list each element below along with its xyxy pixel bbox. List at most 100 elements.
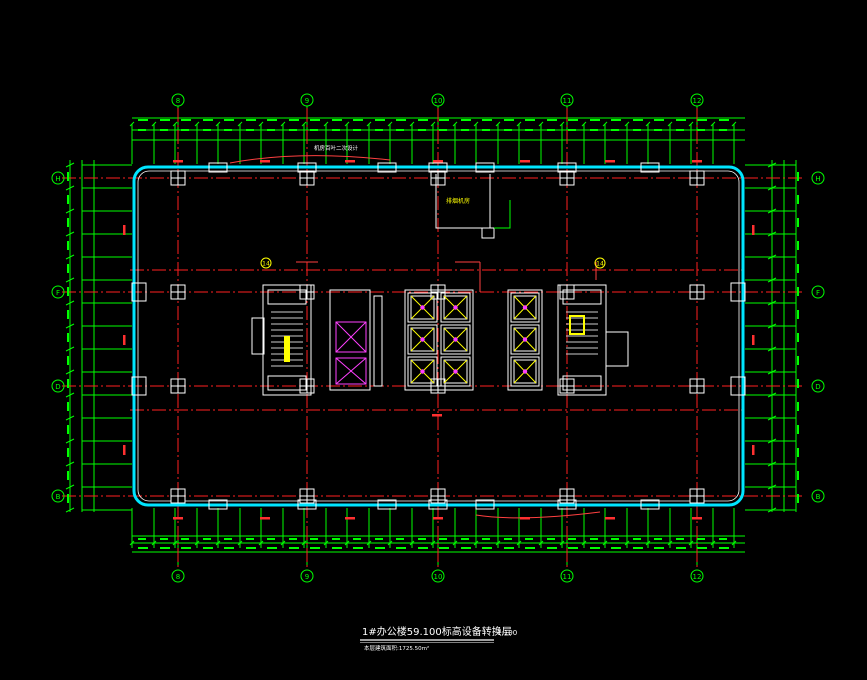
dim-number-top-19	[547, 119, 557, 121]
dim-number-top2-3	[203, 129, 211, 131]
axis-label-col: 11	[563, 573, 572, 581]
axis-label-col: 11	[563, 97, 572, 105]
dim-number-top2-4	[224, 129, 232, 131]
axis-bubble-col-11-top: 11	[560, 93, 574, 107]
elevator-car	[407, 356, 438, 387]
dim-number-right	[797, 471, 799, 480]
dim-number-right	[797, 195, 799, 204]
axis-label-col: 9	[305, 573, 309, 581]
facade-box-top-5	[557, 162, 577, 173]
dim-number-top-8	[310, 119, 320, 121]
dim-number-top-21	[590, 119, 600, 121]
dim-tick-left	[65, 507, 75, 513]
dim-number-right	[797, 218, 799, 227]
outline-dimension-marks	[123, 160, 755, 520]
red-mark-left-0	[123, 225, 126, 235]
dim-number-bottom2-27	[719, 538, 727, 540]
red-mark-top-6	[692, 160, 702, 163]
dim-number-top2-18	[525, 129, 533, 131]
dim-tick-left	[65, 369, 75, 375]
axis-label-row: F	[56, 289, 60, 297]
elevator-car	[510, 356, 540, 387]
dim-tick-left	[65, 162, 75, 168]
axis-label-row: D	[815, 383, 820, 391]
dim-number-top2-17	[504, 129, 512, 131]
dim-number-top-3	[203, 119, 213, 121]
floor-area-note: 本层建筑面积:1725.50m²	[364, 644, 429, 652]
dim-number-top-2	[181, 119, 191, 121]
axis-bubble-row-F-left: F	[51, 285, 65, 299]
axis-bubble-row-H-left: H	[51, 171, 65, 185]
dim-number-bottom2-9	[332, 538, 340, 540]
axis-bubble-row-H-right: H	[811, 171, 825, 185]
structural-column	[430, 488, 446, 504]
dim-number-bottom-20	[568, 547, 578, 549]
red-mark-right-0	[752, 225, 755, 235]
structural-column	[689, 284, 705, 300]
structural-column	[299, 488, 315, 504]
dim-number-top2-25	[676, 129, 684, 131]
dim-number-bottom-12	[396, 547, 406, 549]
dim-number-right	[797, 379, 799, 388]
axis-bubble-col-10-bottom: 10	[431, 569, 445, 583]
column-layer	[170, 170, 705, 504]
dim-number-right	[797, 172, 799, 181]
dim-number-bottom2-11	[375, 538, 383, 540]
red-mark-left-2	[123, 445, 126, 455]
structural-column	[299, 170, 315, 186]
axis-label-col: 8	[176, 97, 180, 105]
dim-number-top2-20	[568, 129, 576, 131]
red-mark-top-5	[605, 160, 615, 163]
dim-number-top-22	[611, 119, 621, 121]
dim-number-bottom2-22	[611, 538, 619, 540]
dim-number-left	[67, 241, 69, 250]
dim-number-right	[797, 448, 799, 457]
structural-column	[559, 284, 575, 300]
axis-label-col: 8	[176, 573, 180, 581]
dim-number-bottom-24	[654, 547, 664, 549]
axis-bubble-col-8-top: 8	[171, 93, 185, 107]
dim-number-bottom-5	[246, 547, 256, 549]
structural-column	[299, 284, 315, 300]
axis-bubble-col-8-bottom: 8	[171, 569, 185, 583]
marker-14-right-label: 14	[596, 261, 604, 268]
structural-column	[299, 378, 315, 394]
dim-number-top2-27	[719, 129, 727, 131]
red-mark-left-1	[123, 335, 126, 345]
axis-label-row: B	[56, 493, 61, 501]
dim-number-left	[67, 333, 69, 342]
dim-number-bottom2-1	[160, 538, 168, 540]
facade-box-top-4	[475, 162, 495, 173]
dim-number-bottom2-10	[353, 538, 361, 540]
dim-number-top-24	[654, 119, 664, 121]
dim-number-bottom-3	[203, 547, 213, 549]
dim-number-top-12	[396, 119, 406, 121]
dim-number-top2-0	[138, 129, 146, 131]
building-core	[251, 284, 629, 396]
axis-label-row: F	[816, 289, 820, 297]
facade-box-left-0	[131, 282, 147, 302]
dim-number-bottom2-26	[697, 538, 705, 540]
dim-number-top-25	[676, 119, 686, 121]
dim-number-top2-19	[547, 129, 555, 131]
structural-column	[170, 170, 186, 186]
dim-number-top2-24	[654, 129, 662, 131]
dim-number-top2-22	[611, 129, 619, 131]
dim-number-top-27	[719, 119, 729, 121]
dim-number-bottom-9	[332, 547, 342, 549]
dim-tick-left	[65, 185, 75, 191]
dim-number-bottom-4	[224, 547, 234, 549]
exhaust-room	[435, 174, 511, 239]
left-stair	[251, 284, 312, 396]
dim-number-bottom-2	[181, 547, 191, 549]
facade-box-bottom-3	[428, 499, 448, 510]
dim-number-top2-16	[482, 129, 490, 131]
dim-tick-left	[65, 438, 75, 444]
dim-number-bottom2-18	[525, 538, 533, 540]
dim-tick-left	[65, 484, 75, 490]
dim-number-top-0	[138, 119, 148, 121]
dim-number-left	[67, 494, 69, 503]
axis-label-row: H	[55, 175, 60, 183]
dim-tick-left	[65, 254, 75, 260]
structural-column	[689, 170, 705, 186]
